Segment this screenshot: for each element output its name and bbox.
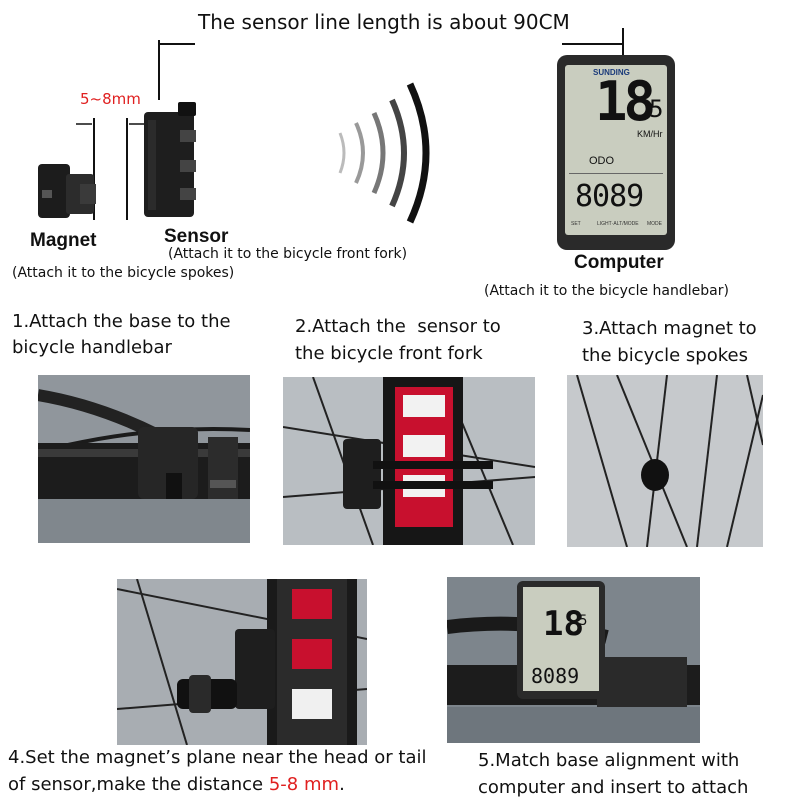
bike-computer: SUNDING 18 5 KM/Hr ODO 8089 SET LIGHT·AL… <box>557 55 675 250</box>
spokes-illustration <box>567 375 763 547</box>
button-label-1: SET <box>571 221 581 227</box>
button-label-3: MODE <box>647 221 662 227</box>
fork-illustration <box>283 377 535 545</box>
distance-label: 5~8mm <box>80 90 141 108</box>
step-1-caption: 1.Attach the base to the bicycle handleb… <box>12 311 231 358</box>
magnet-image <box>38 164 96 218</box>
sensor-image <box>144 102 196 217</box>
photo-handlebar-base <box>38 375 250 543</box>
lcd-divider <box>569 173 663 174</box>
odometer-value: 8089 <box>575 179 644 214</box>
svg-text:5: 5 <box>579 613 587 629</box>
step-4-highlight: 5-8 mm <box>268 774 340 795</box>
svg-text:18: 18 <box>543 604 584 644</box>
button-label-2: LIGHT·ALT/MODE <box>597 221 639 227</box>
sensor-line-note: The sensor line length is about 90CM <box>198 10 570 34</box>
photo-computer-mounted: 18 5 8089 <box>447 577 700 743</box>
step-2-caption: 2.Attach the sensor to the bicycle front… <box>295 316 507 364</box>
wireless-signal-icon <box>338 82 430 224</box>
speed-unit: KM/Hr <box>637 129 663 139</box>
lcd-screen: SUNDING 18 5 KM/Hr ODO 8089 SET LIGHT·AL… <box>565 65 667 235</box>
sensor-hint: (Attach it to the bicycle front fork) <box>168 246 408 262</box>
computer-hint: (Attach it to the bicycle handlebar) <box>484 283 729 299</box>
brand-logo: SUNDING <box>593 68 630 77</box>
mode-label: ODO <box>589 155 615 167</box>
sensor-label: Sensor <box>164 226 229 247</box>
magnet-label: Magnet <box>30 230 97 251</box>
mounted-illustration: 18 5 8089 <box>447 577 700 743</box>
step-3-caption: 3.Attach magnet to the bicycle spokes <box>582 318 757 366</box>
step-5-caption: 5.Match base alignment with computer and… <box>478 750 749 798</box>
step-4-end: . <box>339 774 345 795</box>
svg-text:8089: 8089 <box>531 664 579 688</box>
speed-main: 18 <box>595 70 656 133</box>
photo-spoke-magnet <box>567 375 763 547</box>
cable-length-bracket <box>158 28 624 100</box>
speed-decimal: 5 <box>649 95 664 123</box>
computer-label: Computer <box>574 252 664 273</box>
step-4-caption: 4.Set the magnet’s plane near the head o… <box>8 744 448 798</box>
photo-magnet-distance <box>117 579 367 745</box>
handlebar-illustration <box>38 375 250 543</box>
photo-front-fork-sensor <box>283 377 535 545</box>
step-4-text: 4.Set the magnet’s plane near the head o… <box>8 747 427 795</box>
magnet-hint: (Attach it to the bicycle spokes) <box>12 265 235 281</box>
distance-illustration <box>117 579 367 745</box>
